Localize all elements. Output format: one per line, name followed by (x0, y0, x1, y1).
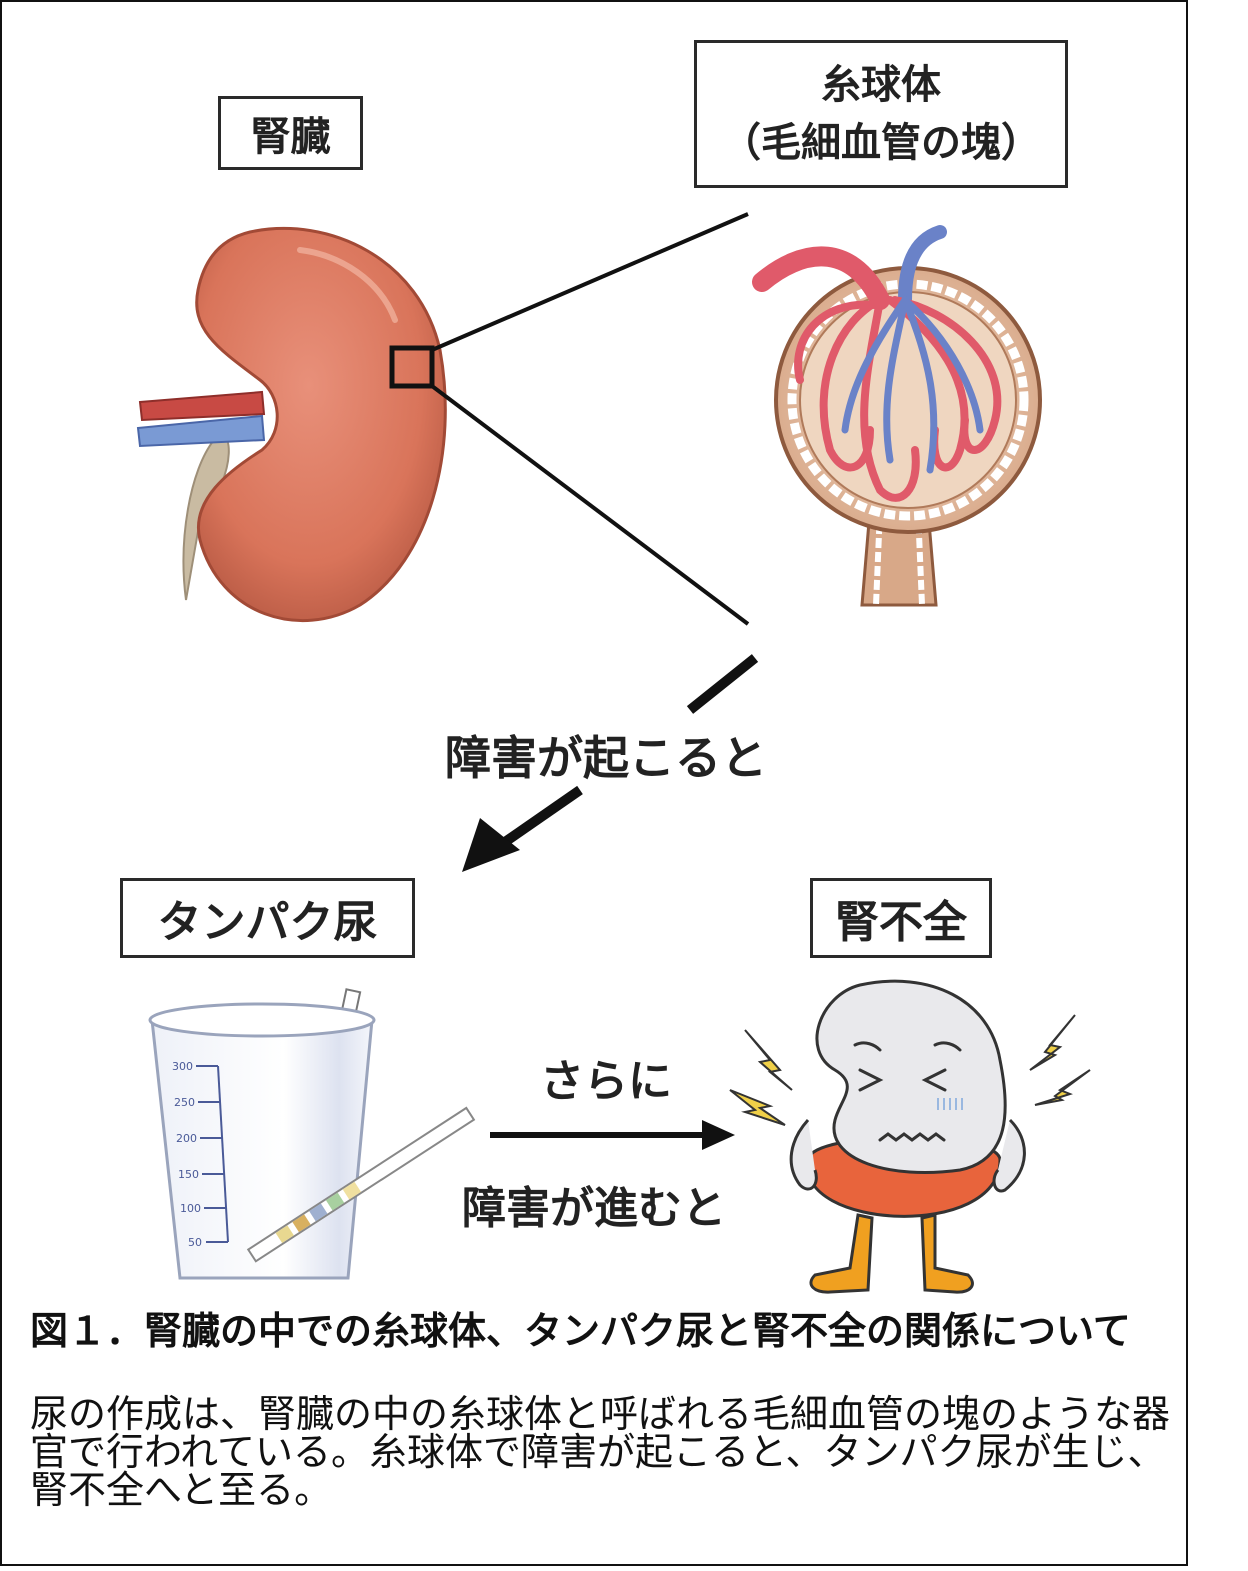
glomerulus-label-line2: （毛細血管の塊） (721, 120, 1041, 166)
renal-failure-character (789, 979, 1026, 1294)
zoom-line-bottom (430, 384, 750, 626)
scale-label: 250 (174, 1096, 195, 1109)
proteinuria-label-text: タンパク尿 (157, 897, 378, 948)
flow-arrowhead-down (462, 818, 520, 872)
pain-lightning (729, 1014, 1091, 1126)
kidney-illustration (136, 227, 447, 623)
right-shoe (920, 1213, 974, 1294)
renal-artery (138, 390, 266, 422)
scale-label: 150 (178, 1168, 199, 1181)
renal-vein (136, 414, 266, 448)
glomerulus-label-line1: 糸球体 (821, 62, 941, 108)
cup-body (150, 1018, 374, 1280)
cup-scale (196, 1065, 229, 1243)
kidney-body (195, 227, 447, 623)
efferent-arteriole (898, 225, 947, 307)
kidney-label: 腎臓 (218, 96, 363, 170)
figure-caption-title: 図１．腎臓の中での糸球体、タンパク尿と腎不全の関係について (30, 1309, 1131, 1353)
scale-label: 200 (176, 1132, 197, 1145)
flow-line-upper (686, 654, 759, 714)
urine-cup-illustration: 300 250 200 150 100 50 (148, 988, 476, 1280)
proteinuria-label: タンパク尿 (120, 878, 415, 958)
right-arm (992, 1118, 1026, 1193)
zoom-line-top (431, 212, 749, 352)
zoom-box (389, 345, 435, 389)
renal-failure-label: 腎不全 (810, 878, 992, 958)
character-body (815, 979, 1007, 1174)
kidney-label-text: 腎臓 (250, 114, 331, 160)
scale-label: 50 (188, 1236, 202, 1249)
illustration-canvas: 300 250 200 150 100 50 (136, 212, 1091, 1294)
figure-frame (0, 0, 1188, 1566)
flow-arrowhead-right (702, 1120, 735, 1150)
test-strip (246, 1106, 476, 1263)
left-shoe (809, 1213, 874, 1294)
scale-label: 300 (172, 1060, 193, 1073)
flow-line-lower (502, 785, 583, 847)
damage-occurs-text: 障害が起こると (445, 731, 767, 785)
scale-label: 100 (180, 1202, 201, 1215)
glomerulus-label: 糸球体 （毛細血管の塊） (694, 40, 1068, 188)
renal-failure-label-text: 腎不全 (835, 897, 967, 948)
afferent-arteriole (752, 246, 890, 310)
further-text: さらに (540, 1056, 672, 1107)
left-arm (789, 1118, 818, 1191)
figure-caption-body: 尿の作成は、腎臓の中の糸球体と呼ばれる毛細血管の塊のような器官で行われている。糸… (30, 1392, 1171, 1512)
glomerulus-illustration (752, 225, 1042, 607)
damage-progresses-text: 障害が進むと (462, 1183, 726, 1234)
